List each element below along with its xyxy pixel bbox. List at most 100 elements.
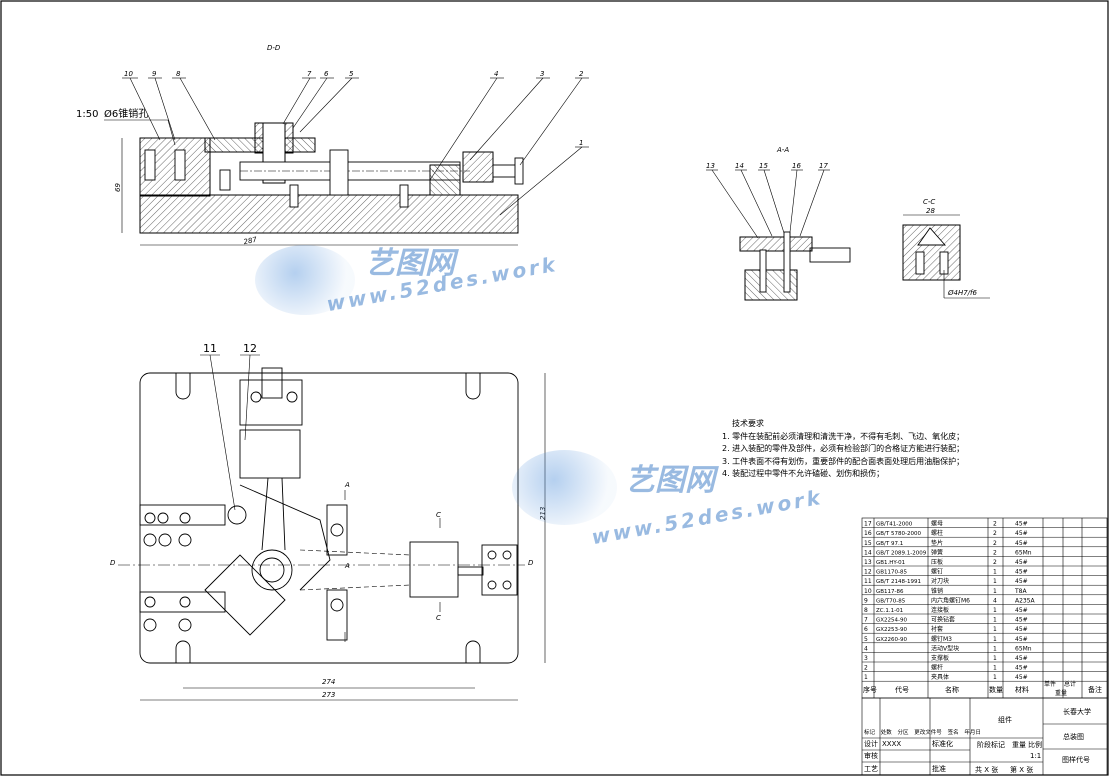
- bom-cell-no: 16: [864, 530, 872, 537]
- mark-c-bottom: C: [436, 614, 441, 622]
- dim-213: 213: [539, 507, 547, 520]
- section-cc-view: C-C 28 Ø4H7/f6: [902, 198, 990, 299]
- plan-view: A A C C D D 11 12 274 273 213: [110, 342, 547, 701]
- tb-approve: 批准: [932, 764, 946, 773]
- title-block: [861, 697, 1108, 776]
- fit-note: Ø4H7/f6: [947, 289, 978, 297]
- tb-row-labels: 标记 处数 分区 更改文件号 签名 年月日: [864, 728, 981, 736]
- bom-cell-name: 连接板: [931, 606, 949, 614]
- tb-drawing-name: 总装图: [1063, 732, 1084, 741]
- bom-cell-no: 7: [864, 617, 868, 624]
- bom-cell-code: GB/T 2089.1-2009: [876, 550, 927, 556]
- bom-cell-code: ZC.1.1-01: [876, 608, 903, 614]
- balloon-7: 7: [307, 70, 312, 78]
- bom-cell-code: GB/T 5780-2000: [876, 531, 921, 537]
- section-cc-label: C-C: [923, 198, 935, 206]
- bom-cell-mat: 45#: [1015, 636, 1028, 643]
- balloon-2: 2: [579, 70, 584, 78]
- bom-cell-mat: 65Mn: [1015, 549, 1032, 556]
- dim-273: 273: [322, 691, 335, 699]
- tb-design: 设计: [864, 739, 878, 748]
- watermark-brand-1: 艺图网: [365, 246, 455, 281]
- pin-hole-note: Ø6锥销孔: [104, 107, 148, 120]
- mark-a-top: A: [344, 481, 350, 489]
- bom-cell-qty: 1: [993, 665, 997, 672]
- bom-cell-no: 13: [864, 559, 872, 566]
- bom-cell-mat: 45#: [1015, 674, 1028, 681]
- bom-cell-qty: 2: [993, 549, 997, 556]
- bom-cell-no: 6: [864, 626, 868, 633]
- bom-cell-mat: 45#: [1015, 521, 1028, 528]
- tech-req-item-3: 3. 工件表面不得有划伤，重要部件的配合面表面处理后用油脂保护；: [722, 456, 965, 466]
- balloon-4: 4: [494, 70, 498, 78]
- bom-cell-mat: 45#: [1015, 569, 1028, 576]
- bom-cell-no: 10: [864, 588, 872, 595]
- bom-cell-qty: 2: [993, 559, 997, 566]
- bom-cell-name: 弹簧: [931, 548, 943, 556]
- watermark-logo-2: [512, 450, 617, 525]
- bom-cell-qty: 1: [993, 626, 997, 633]
- bom-h-no: 序号: [863, 685, 877, 694]
- bom-cell-name: 螺杆: [931, 664, 943, 672]
- section-aa-label: A-A: [776, 146, 789, 154]
- bom-cell-name: 锥销: [931, 587, 943, 595]
- balloon-3: 3: [540, 70, 544, 78]
- bom-cell-qty: 1: [993, 674, 997, 681]
- bom-cell-qty: 1: [993, 569, 997, 576]
- balloon-11: 11: [203, 342, 217, 355]
- balloon-8: 8: [176, 70, 181, 78]
- bom-cell-name: 可换钻套: [931, 616, 955, 624]
- tech-requirements-title: 技术要求: [732, 419, 764, 428]
- tb-sheet-no: 第 X 张: [1010, 765, 1033, 774]
- tb-std: 标准化: [932, 739, 953, 748]
- bom-cell-no: 4: [864, 645, 868, 652]
- bom-cell-mat: 45#: [1015, 655, 1028, 662]
- tb-process: 工艺: [864, 765, 878, 773]
- tb-design-code: XXXX: [882, 740, 901, 748]
- balloon-17: 17: [819, 162, 828, 170]
- bom-cell-name: 衬套: [931, 625, 943, 633]
- tb-scale: 1:1: [1030, 752, 1041, 760]
- tb-drawing-no-label: 图样代号: [1062, 755, 1090, 764]
- bom-cell-code: GB117-86: [876, 589, 904, 595]
- bom-cell-mat: 45#: [1015, 617, 1028, 624]
- mark-c-top: C: [436, 511, 441, 519]
- bom-cell-no: 8: [864, 607, 868, 614]
- bom-cell-mat: 65Mn: [1015, 645, 1032, 652]
- bom-cell-mat: T8A: [1014, 588, 1027, 595]
- balloon-10: 10: [124, 70, 133, 78]
- bom-cell-no: 14: [864, 549, 872, 556]
- balloon-5: 5: [349, 70, 354, 78]
- bom-cell-qty: 1: [993, 617, 997, 624]
- bom-cell-mat: 45#: [1015, 626, 1028, 633]
- bom-cell-name: 活动V型块: [931, 644, 959, 652]
- balloon-15: 15: [759, 162, 768, 170]
- tb-school: 长春大学: [1063, 707, 1091, 716]
- watermark-brand-2: 艺图网: [625, 463, 715, 498]
- tb-assembly: 组件: [998, 715, 1012, 724]
- bom-cell-no: 5: [864, 636, 868, 643]
- bom-h-remark: 备注: [1088, 685, 1102, 694]
- tb-stage: 阶段标记: [977, 740, 1005, 749]
- bom-cell-no: 17: [864, 521, 872, 528]
- bom-cell-code: GB1170-85: [876, 570, 908, 576]
- bom-h-qty: 数量: [989, 685, 1003, 694]
- bom-cell-name: 螺母: [931, 520, 943, 528]
- tb-sheets-total: 共 X 张: [975, 765, 998, 774]
- bom-cell-mat: 45#: [1015, 540, 1028, 547]
- bom-cell-mat: 45#: [1015, 578, 1028, 585]
- mark-d-left: D: [110, 559, 116, 567]
- bom-cell-name: 螺钉M3: [931, 635, 952, 643]
- bom-cell-qty: 4: [993, 597, 997, 604]
- dim-28: 28: [926, 207, 935, 215]
- bom-cell-code: GX2254-90: [876, 618, 908, 624]
- bom-cell-mat: 45#: [1015, 607, 1028, 614]
- bom-cell-name: 内六角螺钉M6: [931, 596, 970, 604]
- bom-cell-code: GX2260-90: [876, 637, 908, 643]
- bom-cell-no: 9: [864, 597, 868, 604]
- tech-req-item-2: 2. 进入装配的零件及部件，必须有检验部门的合格证方能进行装配；: [722, 444, 965, 453]
- tech-requirements: 技术要求 1. 零件在装配前必须清理和清洗干净，不得有毛刺、飞边、氧化皮； 2.…: [722, 418, 1022, 481]
